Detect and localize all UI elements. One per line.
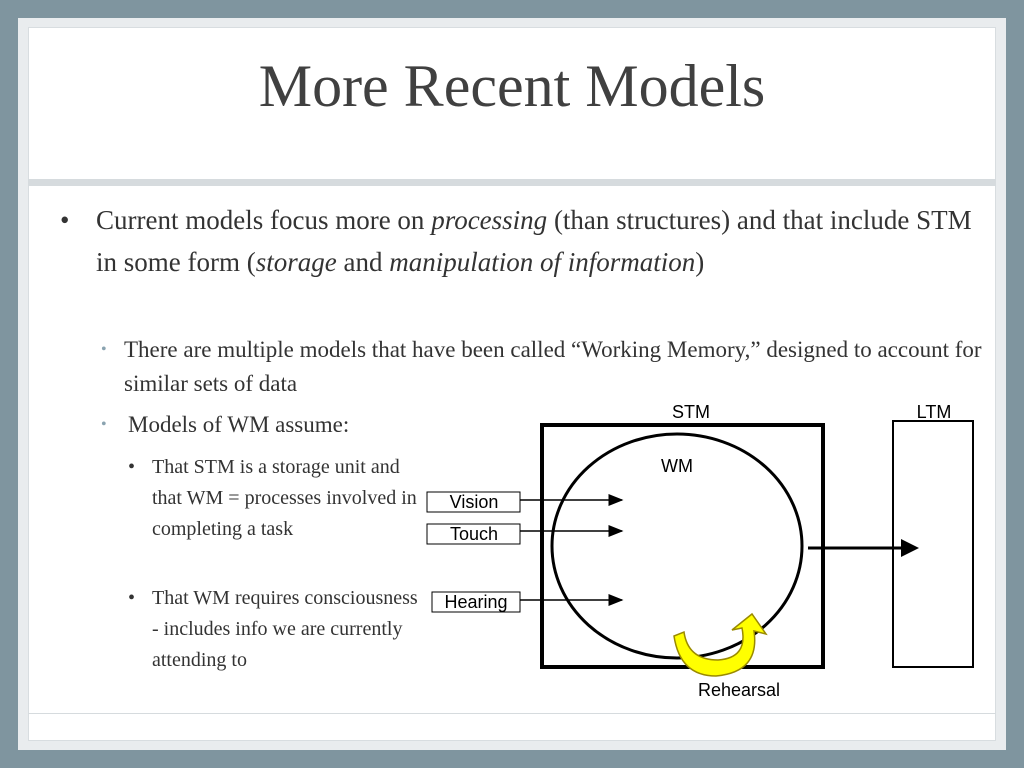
subbullet-multiple-models: There are multiple models that have been… bbox=[124, 337, 982, 396]
ltm-box bbox=[892, 420, 974, 668]
touch-box bbox=[426, 523, 521, 545]
subbullet-marker: • bbox=[101, 416, 107, 433]
bullet-current-models: Current models focus more on processing … bbox=[96, 205, 972, 277]
rehearsal-arrow-icon bbox=[673, 612, 768, 677]
vision-box bbox=[426, 491, 521, 513]
title-divider bbox=[28, 179, 996, 186]
footer-divider bbox=[28, 713, 996, 714]
slide-canvas bbox=[28, 27, 996, 741]
ltm-label: LTM bbox=[917, 402, 952, 422]
subsubbullet-wm-consciousness: That WM requires consciousness - include… bbox=[152, 587, 418, 671]
vision-label: Vision bbox=[450, 492, 499, 512]
wm-ellipse bbox=[550, 432, 804, 660]
slide-title: More Recent Models bbox=[258, 53, 766, 119]
bullet-marker: • bbox=[60, 205, 70, 235]
rehearsal-label: Rehearsal bbox=[698, 680, 780, 700]
touch-label: Touch bbox=[450, 524, 498, 544]
stm-label: STM bbox=[672, 402, 710, 422]
subbullet-marker: • bbox=[101, 341, 107, 358]
hearing-box bbox=[431, 591, 521, 613]
subsubbullet-marker: • bbox=[128, 587, 136, 609]
wm-label: WM bbox=[661, 456, 693, 476]
subsubbullet-stm-storage: That STM is a storage unit and that WM =… bbox=[152, 456, 417, 540]
subsubbullet-marker: • bbox=[128, 456, 136, 478]
hearing-label: Hearing bbox=[444, 592, 507, 612]
stm-box bbox=[540, 423, 825, 669]
subbullet-models-assume: Models of WM assume: bbox=[128, 412, 350, 437]
